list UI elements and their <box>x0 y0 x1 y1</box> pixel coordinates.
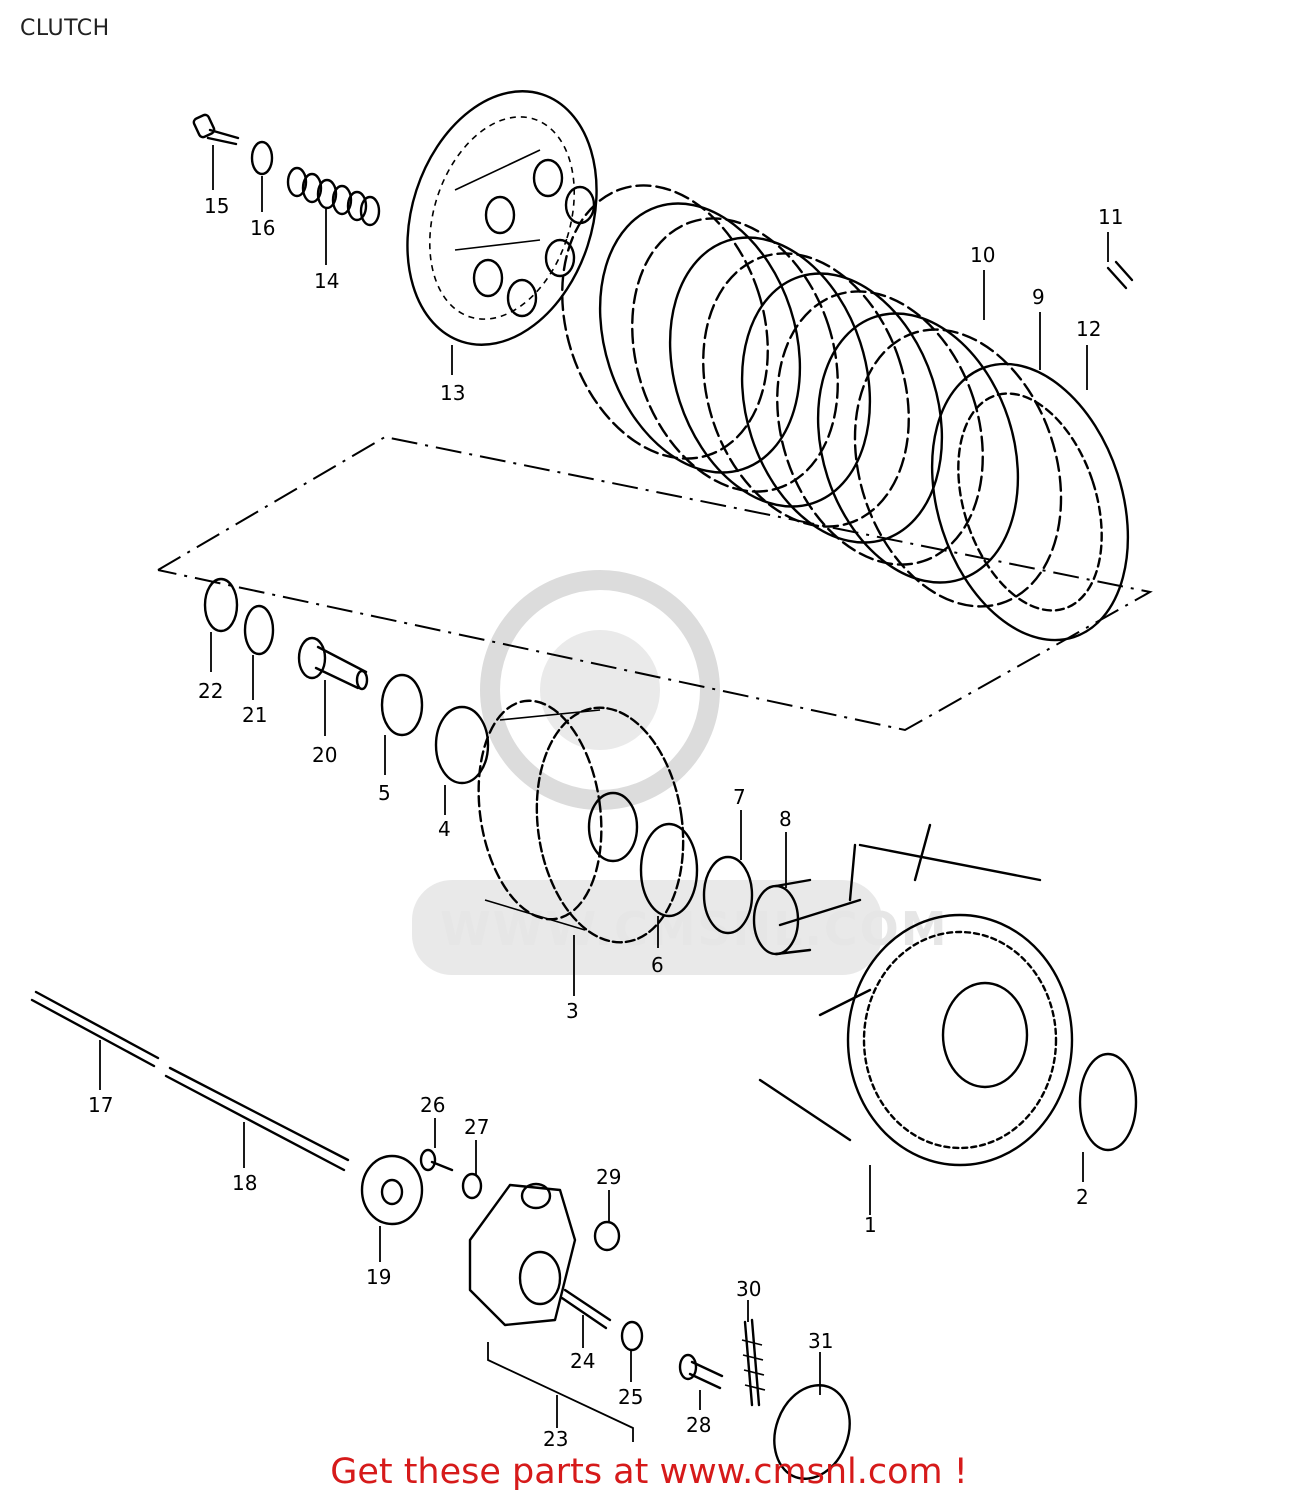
part-2-thrust-washer <box>1078 1052 1138 1152</box>
part-14-spring <box>286 166 381 227</box>
label-part-14: 14 <box>314 269 339 293</box>
part-23-release-assembly <box>468 1182 577 1327</box>
cmsnl-parts-link[interactable]: Get these parts at www.cmsnl.com ! <box>330 1452 968 1492</box>
label-part-21: 21 <box>242 703 267 727</box>
label-part-20: 20 <box>312 743 337 767</box>
part-31-cap <box>773 1384 851 1480</box>
part-3-clutch-hub <box>477 699 685 944</box>
part-7-washer <box>702 855 754 935</box>
label-part-11: 11 <box>1098 205 1123 229</box>
label-part-9: 9 <box>1032 285 1045 309</box>
label-part-5: 5 <box>378 781 391 805</box>
leader-lines <box>99 145 1109 1442</box>
part-24-adjust-screw <box>560 1288 612 1330</box>
label-part-12: 12 <box>1076 317 1101 341</box>
part-20-pushrod-piece <box>297 636 369 691</box>
label-part-30: 30 <box>736 1277 761 1301</box>
part-21-bearing <box>243 604 275 656</box>
label-part-8: 8 <box>779 807 792 831</box>
label-part-7: 7 <box>733 785 746 809</box>
label-part-27: 27 <box>464 1115 489 1139</box>
assembly-boundary <box>157 435 1153 732</box>
part-17-push-rod <box>30 990 160 1068</box>
clutch-plates-stack <box>561 184 1130 642</box>
label-part-6: 6 <box>651 953 664 977</box>
label-part-1: 1 <box>864 1213 877 1237</box>
label-part-31: 31 <box>808 1329 833 1353</box>
page-title: CLUTCH <box>20 16 110 41</box>
part-1-clutch-housing <box>758 823 1074 1167</box>
label-part-10: 10 <box>970 243 995 267</box>
label-part-22: 22 <box>198 679 223 703</box>
label-part-19: 19 <box>366 1265 391 1289</box>
label-part-23: 23 <box>543 1427 568 1451</box>
part-labels: 15 16 14 13 10 9 12 11 22 21 20 5 4 3 6 … <box>88 194 1123 1451</box>
part-22-washer <box>203 577 239 633</box>
watermark-logo: WWW.CMSNL.COM <box>412 570 947 975</box>
label-part-28: 28 <box>686 1413 711 1437</box>
label-part-2: 2 <box>1076 1185 1089 1209</box>
part-26-screw <box>419 1148 454 1172</box>
part-6-thrust-washer <box>639 822 699 918</box>
label-part-25: 25 <box>618 1385 643 1409</box>
part-5-nut <box>380 673 424 737</box>
part-25-nut <box>620 1320 644 1352</box>
label-part-16: 16 <box>250 216 275 240</box>
label-part-3: 3 <box>566 999 579 1023</box>
label-part-15: 15 <box>204 194 229 218</box>
part-4-lock-washer <box>434 705 490 785</box>
part-13-pressure-plate <box>406 90 598 346</box>
part-16-washer <box>250 140 274 176</box>
part-19-oil-seal <box>360 1154 424 1226</box>
label-part-18: 18 <box>232 1171 257 1195</box>
part-30-screw <box>741 1318 766 1407</box>
label-part-4: 4 <box>438 817 451 841</box>
part-11-bolt <box>1106 260 1134 290</box>
label-part-13: 13 <box>440 381 465 405</box>
label-part-26: 26 <box>420 1093 445 1117</box>
label-part-17: 17 <box>88 1093 113 1117</box>
part-18-push-rod <box>164 1066 350 1172</box>
part-15-bolt <box>192 113 240 146</box>
part-28-bolt <box>678 1353 724 1390</box>
label-part-24: 24 <box>570 1349 595 1373</box>
part-27-nut <box>461 1172 483 1200</box>
label-part-29: 29 <box>596 1165 621 1189</box>
part-29-pin <box>593 1220 621 1252</box>
